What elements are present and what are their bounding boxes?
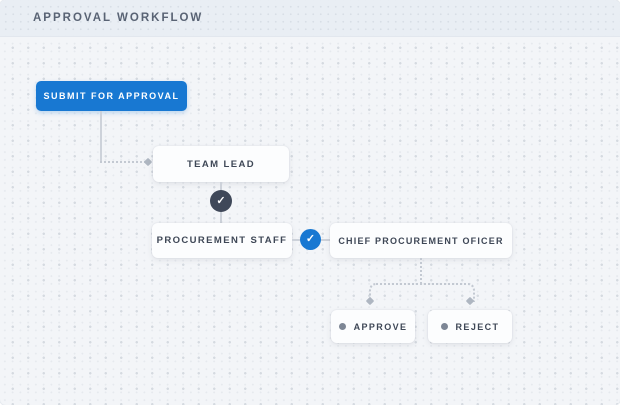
branch-bracket	[369, 283, 475, 302]
connector-button-down	[100, 111, 102, 163]
chief-procurement-officer-label: CHIEF PROCUREMENT OFICER	[338, 235, 504, 246]
check-icon: ✓	[210, 190, 232, 212]
check-glyph: ✓	[305, 233, 316, 245]
procurement-staff-label: PROCUREMENT STAFF	[156, 235, 288, 246]
connector-button-to-team-lead	[100, 161, 146, 163]
bullet-icon	[440, 323, 448, 330]
submit-for-approval-button[interactable]: SUBMIT FOR APPROVAL	[36, 81, 187, 111]
node-team-lead[interactable]: TEAM LEAD	[153, 146, 289, 182]
node-chief-procurement-officer[interactable]: CHIEF PROCUREMENT OFICER	[330, 223, 512, 258]
header-bar: APPROVAL WORKFLOW	[0, 0, 620, 37]
node-procurement-staff[interactable]: PROCUREMENT STAFF	[152, 223, 292, 258]
arrow-right-icon	[143, 157, 153, 167]
team-lead-label: TEAM LEAD	[186, 158, 255, 170]
page-title: APPROVAL WORKFLOW	[33, 12, 204, 24]
node-reject[interactable]: REJECT	[428, 310, 512, 343]
bullet-icon	[338, 323, 346, 330]
submit-for-approval-label: SUBMIT FOR APPROVAL	[43, 91, 180, 101]
node-approve[interactable]: APPROVE	[331, 310, 415, 343]
approve-label: APPROVE	[353, 321, 408, 332]
check-glyph: ✓	[216, 194, 226, 207]
connector-chief-down	[420, 258, 422, 284]
reject-label: REJECT	[455, 321, 500, 332]
check-icon-blue: ✓	[300, 229, 321, 250]
